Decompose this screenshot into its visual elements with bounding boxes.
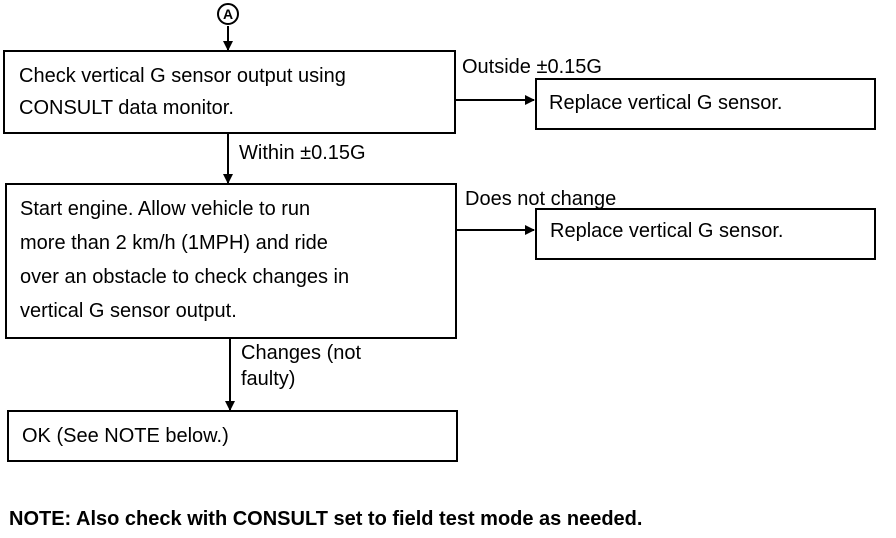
step2-not-change-label: Does not change <box>465 188 617 210</box>
step2-box: Start engine. Allow vehicle to run more … <box>5 183 457 339</box>
step1-outside-label: Outside ±0.15G <box>462 56 602 78</box>
step3-text: OK (See NOTE below.) <box>22 425 229 447</box>
result1-text: Replace vertical G sensor. <box>549 92 783 114</box>
step2-text: Start engine. Allow vehicle to run more … <box>20 198 350 322</box>
note-text: NOTE: Also check with CONSULT set to fie… <box>9 508 643 530</box>
step1-text: Check vertical G sensor output using CON… <box>19 65 346 119</box>
step2-changes-label: Changes (not faulty) <box>241 342 362 390</box>
connector-a-icon: A <box>217 3 239 25</box>
result1-box: Replace vertical G sensor. <box>535 78 876 130</box>
connector-a-label: A <box>223 6 233 22</box>
result2-box: Replace vertical G sensor. <box>535 208 876 260</box>
step3-box: OK (See NOTE below.) <box>7 410 458 462</box>
step1-box: Check vertical G sensor output using CON… <box>3 50 456 134</box>
result2-text: Replace vertical G sensor. <box>550 220 784 242</box>
step1-within-label: Within ±0.15G <box>239 142 366 164</box>
